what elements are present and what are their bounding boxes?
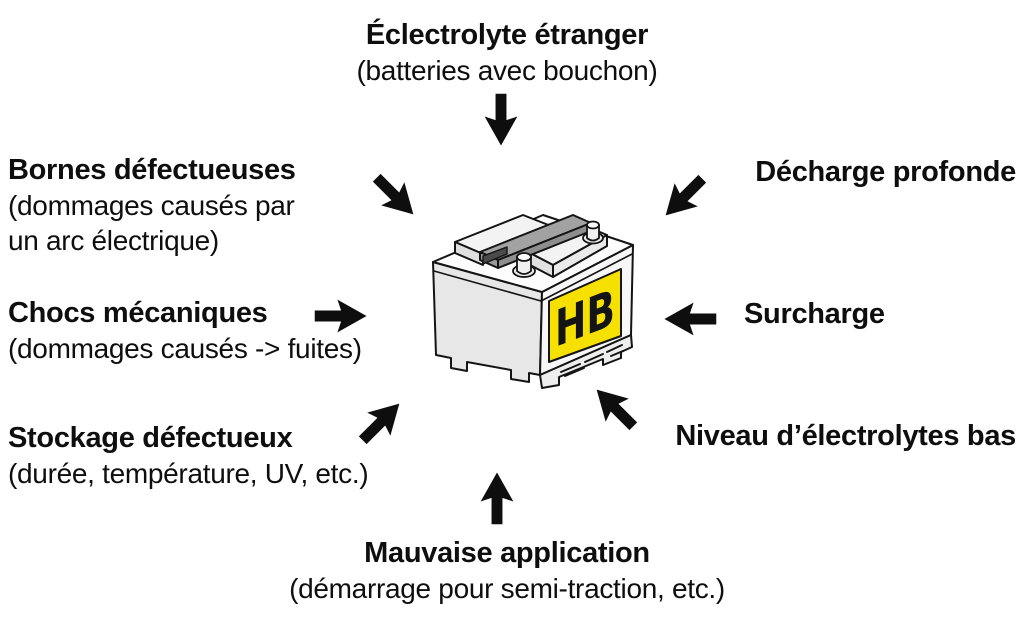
cause-bottom-title: Mauvaise application bbox=[364, 537, 650, 569]
cause-top: Éclectrolyte étranger (batteries avec bo… bbox=[212, 18, 802, 88]
arrow-right-icon bbox=[314, 296, 370, 336]
cause-top-left: Bornes défectueuses (dommages causés par… bbox=[8, 153, 296, 258]
cause-bottom-left: Stockage défectueux (durée, température,… bbox=[8, 421, 369, 491]
cause-mid-right: Surcharge bbox=[744, 297, 885, 332]
arrow-up-left-icon bbox=[580, 373, 648, 441]
cause-mid-left: Chocs mécaniques (dommages causés -> fui… bbox=[8, 296, 362, 366]
cause-mid-right-title: Surcharge bbox=[744, 298, 885, 330]
battery-svg: HB bbox=[432, 214, 634, 389]
cause-bottom-right: Niveau d’électrolytes bas bbox=[675, 419, 1016, 454]
cause-bottom-subtitle: (démarrage pour semi-traction, etc.) bbox=[289, 573, 725, 604]
cause-mid-left-subtitle: (dommages causés -> fuites) bbox=[8, 333, 362, 364]
arrow-up-icon bbox=[477, 469, 517, 525]
cause-top-subtitle: (batteries avec bouchon) bbox=[356, 55, 658, 86]
cause-mid-left-title: Chocs mécaniques bbox=[8, 297, 268, 329]
cause-bottom: Mauvaise application (démarrage pour sem… bbox=[212, 536, 802, 606]
cause-top-left-title: Bornes défectueuses bbox=[8, 154, 296, 186]
cause-top-title: Éclectrolyte étranger bbox=[365, 19, 649, 51]
cause-top-left-subtitle-line1: (dommages causés par bbox=[8, 190, 295, 221]
cause-bottom-left-title: Stockage défectueux bbox=[8, 422, 293, 454]
arrow-down-right-icon bbox=[362, 163, 430, 231]
cause-bottom-right-title: Niveau d’électrolytes bas bbox=[675, 420, 1016, 452]
battery-illustration: HB bbox=[425, 195, 640, 405]
cause-top-left-subtitle-line2: un arc électrique) bbox=[8, 225, 219, 256]
arrow-down-icon bbox=[481, 93, 521, 149]
arrow-down-left-icon bbox=[649, 164, 717, 232]
cause-top-right-title: Décharge profonde bbox=[755, 156, 1016, 188]
arrow-up-right-icon bbox=[348, 387, 416, 455]
cause-bottom-left-subtitle: (durée, température, UV, etc.) bbox=[8, 458, 369, 489]
battery-label-bg bbox=[548, 268, 622, 363]
arrow-left-icon bbox=[661, 299, 717, 339]
cause-top-right: Décharge profonde bbox=[755, 155, 1016, 190]
